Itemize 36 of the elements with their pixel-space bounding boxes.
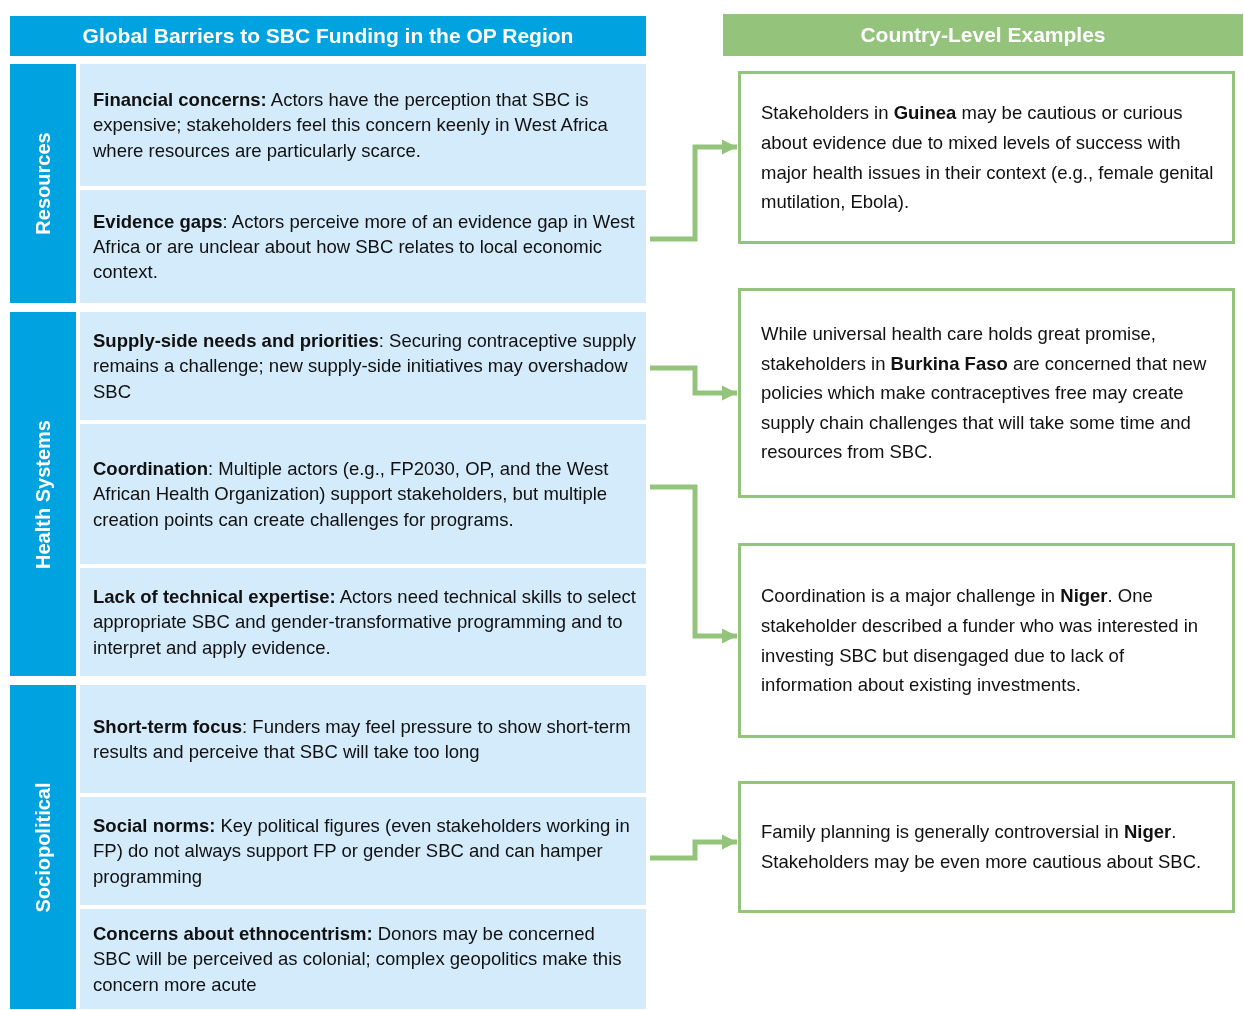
barrier-box: [80, 312, 646, 420]
barrier-text: Supply-side needs and priorities: Securing contraceptive supply remains a challenge; new supply-side initiatives may overshadow SBC: [93, 329, 636, 404]
example-box: [738, 71, 1235, 244]
barrier-text: Short-term focus: Funders may feel pressure to show short-term results and perceive that SBC will take too long: [93, 714, 632, 764]
arrow: [650, 834, 737, 861]
barrier-text: Financial concerns: Actors have the perception that SBC is expensive; stakeholders feel this concern keenly in West Africa where resources are particularly scarce.: [93, 88, 609, 163]
example-text: Coordination is a major challenge in Niger. One stakeholder described a funder who was interested in investing SBC but disengaged due to lack of information about existing investments.: [761, 584, 1200, 698]
barrier-text: Concerns about ethnocentrism: Donors may be concerned SBC will be perceived as colonial; complex geopolitics make this concern more acute: [93, 922, 623, 997]
example-box: [738, 288, 1235, 498]
category-band: [10, 64, 76, 303]
category-band: [10, 685, 76, 1009]
example-box: [738, 781, 1235, 913]
arrow: [650, 484, 737, 644]
barrier-box: [80, 685, 646, 793]
example-text: While universal health care holds great promise, stakeholders in Burkina Faso are concerned that new policies which make contraceptives free may create supply chain challenges that will take some time and resources from SBC.: [761, 322, 1208, 465]
arrow: [650, 365, 737, 401]
barrier-text: Coordination: Multiple actors (e.g., FP2030, OP, and the West African Health Organization) support stakeholders, but multiple creation points can create challenges for programs.: [93, 457, 610, 532]
example-box: [738, 543, 1235, 738]
barrier-text: Evidence gaps: Actors perceive more of an evidence gap in West Africa or are unclear about how SBC relates to local economic context.: [93, 209, 636, 285]
barrier-box: [80, 797, 646, 905]
category-band: [10, 312, 76, 676]
barrier-text: Social norms: Key political figures (even stakeholders working in FP) do not always support FP or gender SBC and can hamper programming: [93, 814, 631, 889]
category-label: Health Systems: [31, 419, 55, 569]
barrier-box: [80, 64, 646, 186]
example-text: Stakeholders in Guinea may be cautious or curious about evidence due to mixed levels of success with major health issues in their context (e.g., female genital mutilation, Ebola).: [761, 101, 1215, 215]
header-band: Country-Level Examples: [723, 14, 1243, 56]
barrier-box: [80, 568, 646, 676]
barrier-box: [80, 190, 646, 303]
arrow: [650, 139, 737, 242]
category-label: Sociopolitical: [31, 782, 55, 912]
example-text: Family planning is generally controversial in Niger. Stakeholders may be even more cautious about SBC.: [761, 820, 1203, 874]
barrier-box: [80, 909, 646, 1009]
barrier-box: [80, 424, 646, 564]
header-band: Global Barriers to SBC Funding in the OP Region: [10, 16, 646, 56]
category-label: Resources: [31, 132, 55, 235]
barrier-text: Lack of technical expertise: Actors need technical skills to select appropriate SBC and gender-transformative programming and to interpret and apply evidence.: [93, 585, 636, 660]
